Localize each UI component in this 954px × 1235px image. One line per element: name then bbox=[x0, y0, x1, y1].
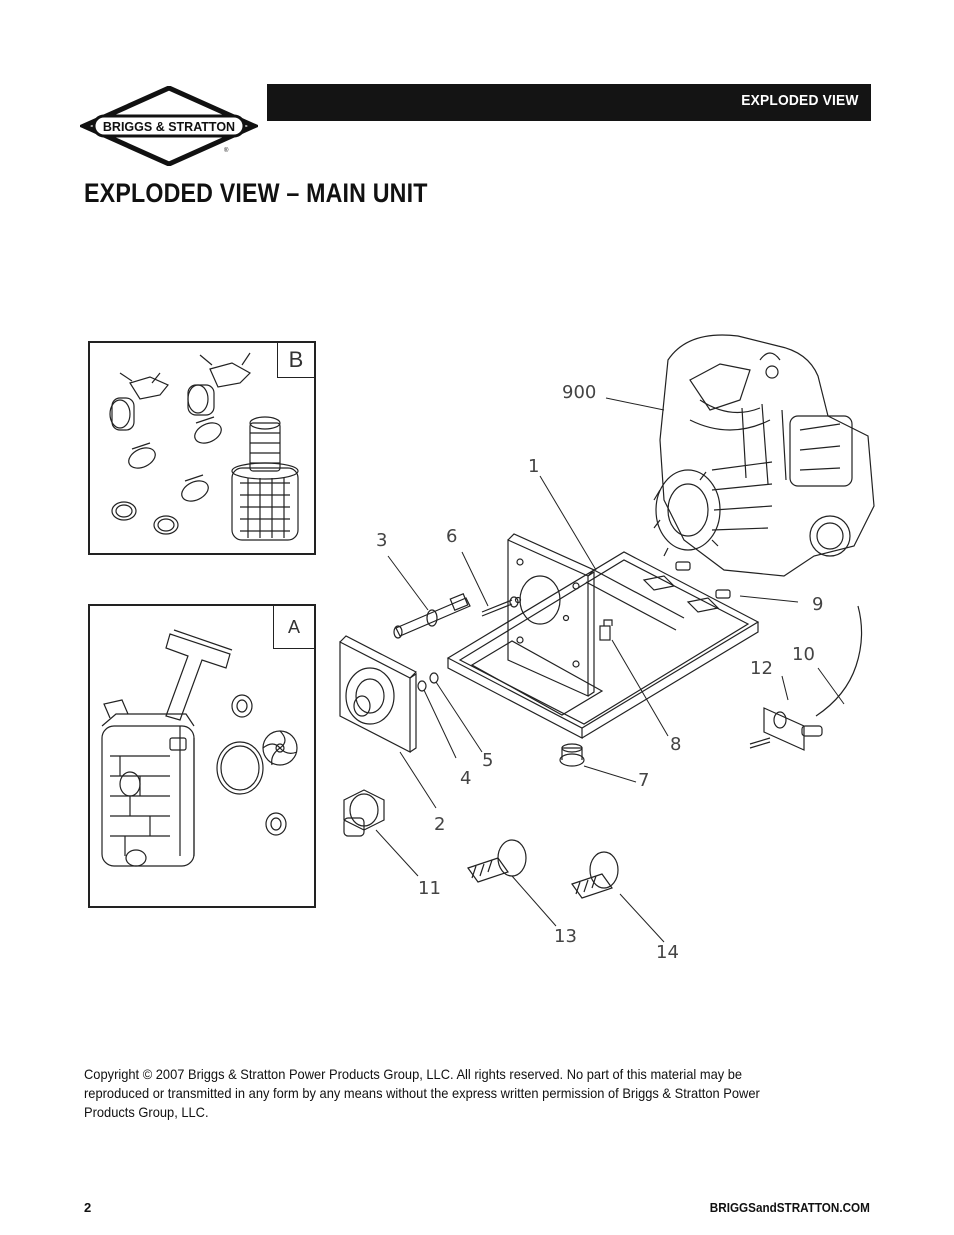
callout-12: 12 bbox=[750, 658, 773, 679]
callout-1: 1 bbox=[528, 456, 539, 477]
callout-8: 8 bbox=[670, 734, 681, 755]
engine-assembly bbox=[653, 334, 875, 577]
fuel-line-connector bbox=[801, 725, 823, 737]
clip-9b bbox=[715, 589, 731, 599]
footer-website: BRIGGSandSTRATTON.COM bbox=[709, 1200, 870, 1215]
briggs-stratton-logo: BRIGGS & STRATTON ® bbox=[80, 86, 258, 166]
callout-7: 7 bbox=[638, 770, 649, 791]
hose-adapter-right bbox=[187, 352, 251, 416]
page-title: EXPLODED VIEW – MAIN UNIT bbox=[84, 178, 428, 208]
pump-housing bbox=[339, 635, 418, 753]
barb-fitting-13 bbox=[467, 839, 527, 883]
inset-a-label: A bbox=[273, 606, 314, 649]
section-header-bar: EXPLODED VIEW bbox=[267, 84, 871, 121]
exploded-diagram: 900 1 3 6 9 10 12 8 4 5 7 2 11 13 14 bbox=[339, 334, 875, 963]
inset-b-drawing bbox=[109, 352, 299, 541]
hose-clamp-3 bbox=[181, 474, 209, 502]
callout-900: 900 bbox=[562, 382, 596, 403]
hose-fitting-11 bbox=[343, 789, 385, 837]
o-ring-1 bbox=[111, 501, 137, 521]
callout-13: 13 bbox=[554, 926, 577, 947]
section-label: EXPLODED VIEW bbox=[741, 92, 859, 109]
callout-11: 11 bbox=[418, 878, 441, 899]
rubber-foot bbox=[559, 743, 585, 767]
clip-9a bbox=[675, 561, 691, 571]
leader-lines bbox=[375, 397, 845, 943]
o-ring-large bbox=[216, 741, 264, 795]
callout-6: 6 bbox=[446, 526, 457, 547]
logo-wordmark: BRIGGS & STRATTON bbox=[103, 120, 235, 134]
inset-a-drawing bbox=[101, 629, 298, 867]
fuel-bracket bbox=[749, 707, 805, 751]
seal-ring-bottom bbox=[265, 812, 287, 836]
inset-a-tool-kit: A bbox=[88, 604, 316, 908]
svg-text:®: ® bbox=[224, 147, 229, 154]
page-number: 2 bbox=[84, 1200, 92, 1215]
callout-9: 9 bbox=[812, 594, 823, 615]
hose-clamp-2 bbox=[194, 416, 222, 444]
bolt-6 bbox=[481, 596, 519, 617]
callout-2: 2 bbox=[434, 814, 445, 835]
callout-10: 10 bbox=[792, 644, 815, 665]
inset-b-accessories: B bbox=[88, 341, 316, 555]
callout-14: 14 bbox=[656, 942, 679, 963]
o-ring-2 bbox=[153, 515, 179, 535]
barb-fitting-14 bbox=[571, 851, 619, 899]
callout-4: 4 bbox=[460, 768, 471, 789]
fitting-8 bbox=[599, 619, 613, 641]
pump-bracket bbox=[507, 533, 596, 697]
washer-4 bbox=[417, 680, 427, 692]
spark-plug-wrench bbox=[165, 629, 233, 721]
callout-3: 3 bbox=[376, 530, 387, 551]
impeller bbox=[262, 730, 298, 766]
oil-bottle bbox=[101, 699, 195, 867]
copyright-notice: Copyright © 2007 Briggs & Stratton Power… bbox=[84, 1066, 760, 1120]
fuel-line bbox=[815, 605, 863, 717]
pump-shaft bbox=[393, 593, 471, 639]
washer-5 bbox=[429, 672, 439, 684]
inset-b-label: B bbox=[277, 343, 314, 378]
callout-5: 5 bbox=[482, 750, 493, 771]
hose-adapter-left bbox=[109, 372, 169, 431]
seal-ring-top bbox=[231, 694, 253, 718]
hose-clamp-1 bbox=[128, 442, 156, 469]
base-frame bbox=[446, 551, 760, 739]
suction-strainer bbox=[231, 416, 299, 541]
